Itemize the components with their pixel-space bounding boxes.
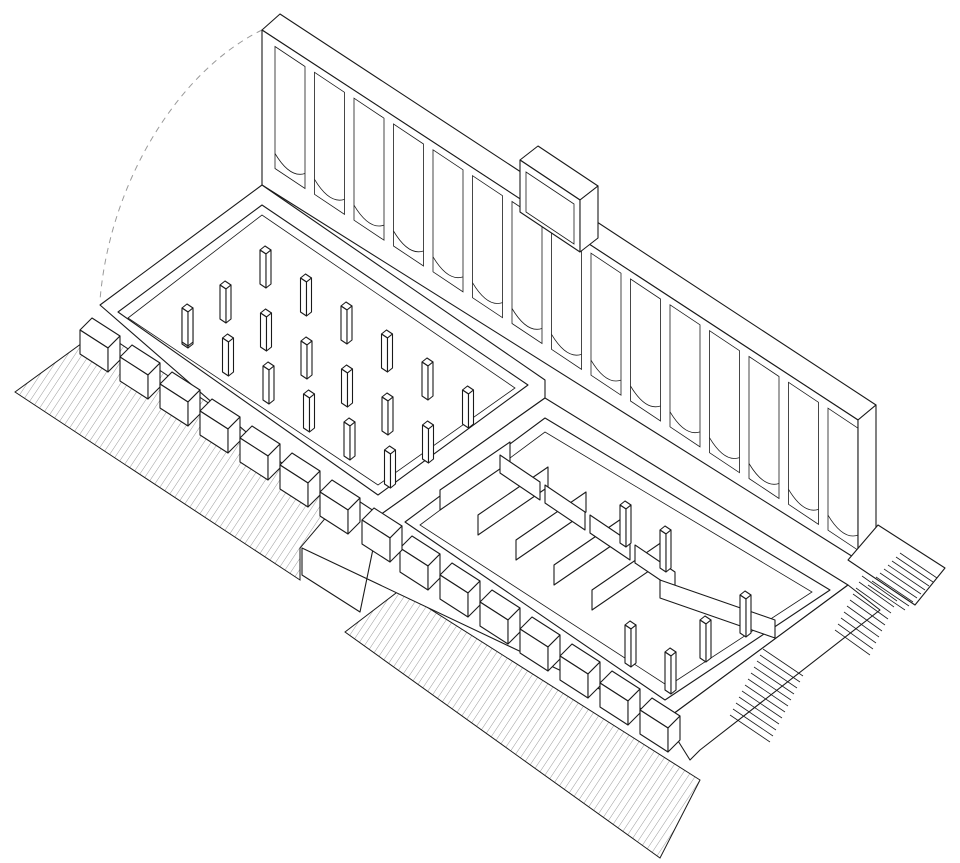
cabin [79, 317, 121, 373]
wall-panel [393, 123, 424, 267]
column [619, 500, 632, 548]
column [624, 620, 637, 668]
cabin [559, 643, 601, 699]
wall-panel [669, 304, 701, 448]
column [381, 392, 394, 436]
wall-panel [788, 381, 819, 526]
cabin [319, 479, 361, 535]
cabin [479, 589, 521, 645]
partition-wall [589, 514, 631, 561]
column [421, 357, 434, 401]
wall-panel [314, 71, 345, 216]
wall-panel [432, 149, 464, 293]
column [299, 273, 313, 317]
column [699, 615, 712, 663]
column [302, 389, 316, 433]
column [300, 336, 313, 380]
wall-panel [274, 45, 306, 190]
stairs [664, 524, 946, 761]
column [259, 245, 272, 289]
column [421, 420, 435, 464]
column [380, 329, 394, 373]
column [221, 333, 235, 377]
guide-arc [99, 29, 263, 301]
column [664, 647, 677, 695]
cabin [639, 697, 681, 753]
column [343, 417, 356, 461]
column [340, 364, 354, 408]
partition-wall [544, 484, 586, 531]
column [739, 590, 752, 638]
right-building-block [301, 397, 849, 721]
cabin [361, 507, 403, 563]
cabin [519, 616, 561, 672]
cabin [439, 562, 481, 618]
column [259, 308, 273, 352]
cabin [399, 535, 441, 591]
cabin [279, 452, 321, 508]
ground-plane-right [344, 589, 701, 859]
left-courtyard [99, 184, 546, 516]
cabin [239, 425, 281, 481]
column [461, 385, 475, 429]
cabin [159, 371, 201, 427]
cabin [199, 398, 241, 454]
partition-wall [499, 454, 541, 501]
wall-panel [630, 278, 661, 422]
wall-panel [472, 174, 503, 319]
column [659, 525, 672, 573]
rooftop-box [519, 145, 599, 253]
column [383, 445, 397, 489]
wall-panel [590, 252, 622, 396]
column [262, 361, 275, 405]
column [181, 303, 194, 347]
column [219, 280, 232, 324]
wall-panel [748, 355, 780, 500]
wall-panel [353, 97, 385, 241]
cabin [119, 344, 161, 400]
wall-panel [709, 329, 740, 474]
column [340, 301, 353, 345]
